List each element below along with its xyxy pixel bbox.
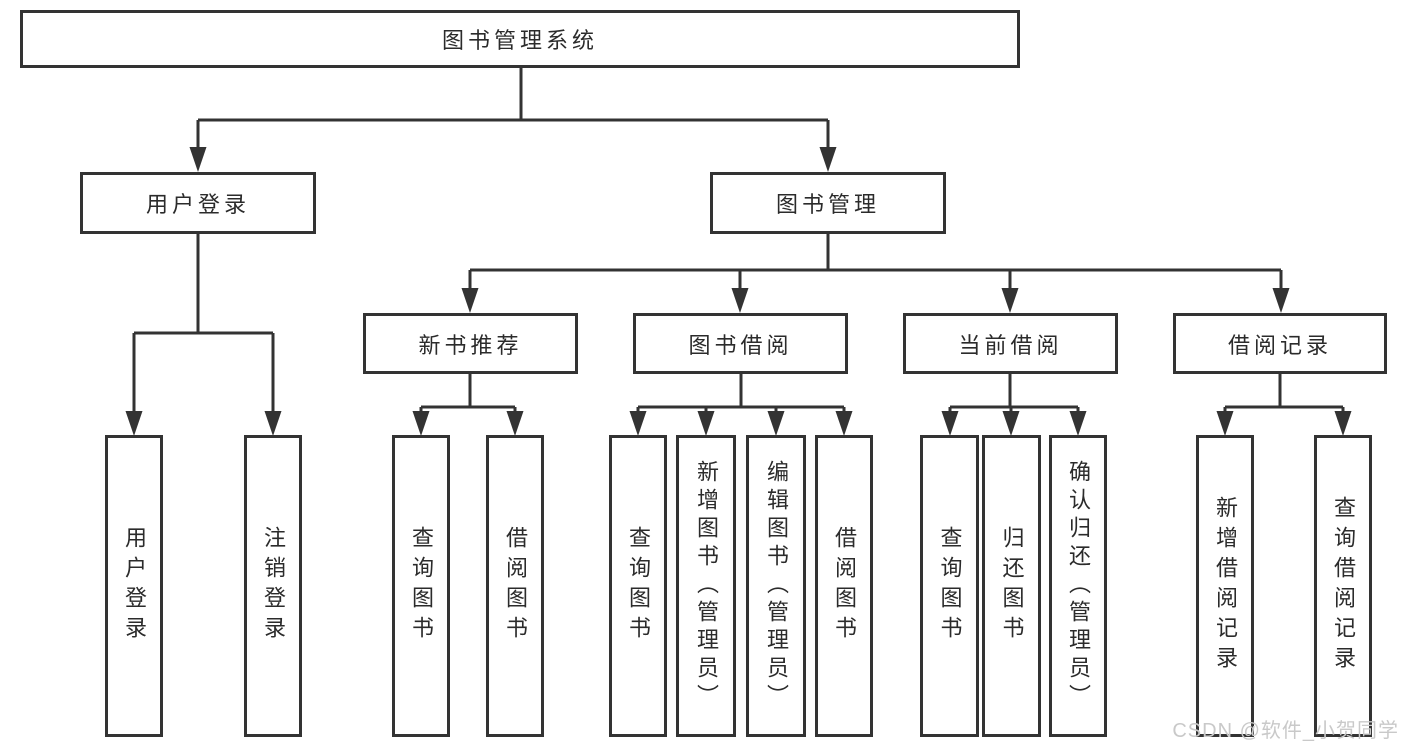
leaf-label: 查询借阅记录 [1331, 496, 1356, 676]
leaf-confirm-return-admin: 确认归还（管理员） [1049, 435, 1107, 737]
leaf-add-borrow-record: 新增借阅记录 [1196, 435, 1254, 737]
leaf-label: 新增借阅记录 [1213, 496, 1238, 676]
leaf-add-book-admin: 新增图书（管理员） [676, 435, 736, 737]
leaf-label: 查询图书 [937, 526, 963, 646]
node-label: 图书管理 [775, 192, 880, 217]
node-label: 用户登录 [145, 192, 250, 217]
node-label: 新书推荐 [418, 332, 523, 358]
leaf-borrow-books-recommend: 借阅图书 [486, 435, 544, 737]
leaf-query-borrow-record: 查询借阅记录 [1314, 435, 1372, 737]
node-borrow-records: 借阅记录 [1173, 313, 1387, 374]
leaf-label: 借阅图书 [832, 526, 857, 646]
node-label: 借阅记录 [1227, 332, 1332, 358]
leaf-label: 查询图书 [409, 526, 434, 646]
leaf-return-book: 归还图书 [982, 435, 1041, 737]
leaf-label: 借阅图书 [503, 526, 528, 646]
leaf-label: 编辑图书（管理员） [764, 460, 789, 712]
node-book-management: 图书管理 [710, 172, 946, 234]
node-library-system: 图书管理系统 [20, 10, 1020, 68]
leaf-label: 用户登录 [122, 526, 147, 646]
leaf-edit-book-admin: 编辑图书（管理员） [746, 435, 806, 737]
node-label: 图书借阅 [688, 332, 793, 358]
node-user-login: 用户登录 [80, 172, 316, 234]
leaf-label: 确认归还（管理员） [1066, 460, 1091, 712]
leaf-label: 注销登录 [261, 526, 286, 646]
leaf-query-books-recommend: 查询图书 [392, 435, 450, 737]
leaf-user-login: 用户登录 [105, 435, 163, 737]
node-new-book-recommend: 新书推荐 [363, 313, 578, 374]
node-label: 图书管理系统 [441, 28, 598, 53]
leaf-borrow-books: 借阅图书 [815, 435, 873, 737]
leaf-label: 查询图书 [626, 526, 651, 646]
arrowheads [125, 147, 1352, 436]
node-current-borrow: 当前借阅 [903, 313, 1118, 374]
leaf-logout: 注销登录 [244, 435, 302, 737]
leaf-label: 新增图书（管理员） [694, 460, 719, 712]
node-label: 当前借阅 [958, 332, 1063, 358]
node-book-borrow: 图书借阅 [633, 313, 848, 374]
leaf-label: 归还图书 [999, 526, 1025, 646]
leaf-query-books-current: 查询图书 [920, 435, 979, 737]
watermark: CSDN @软件_小贺同学 [1172, 720, 1399, 742]
leaf-query-books-borrow: 查询图书 [609, 435, 667, 737]
